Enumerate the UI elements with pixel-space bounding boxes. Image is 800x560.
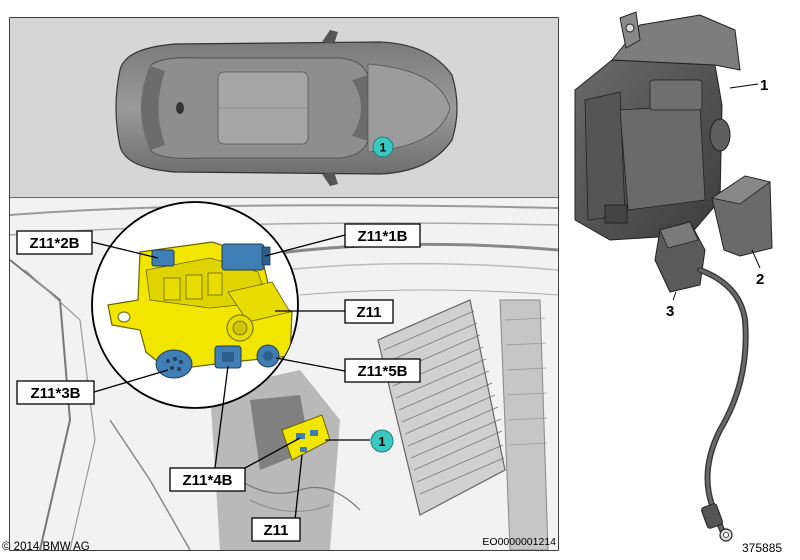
label-z11-bottom: Z11 bbox=[251, 517, 301, 542]
connector-z11-4b bbox=[214, 345, 242, 369]
connector-z11-1b bbox=[221, 243, 265, 271]
cabin-filter-panel bbox=[377, 299, 506, 516]
svg-text:Z11: Z11 bbox=[356, 304, 381, 321]
label-z11-2b: Z11*2B bbox=[16, 230, 93, 255]
connector-z11-5b bbox=[256, 344, 280, 368]
svg-text:Z11*2B: Z11*2B bbox=[29, 235, 79, 252]
svg-text:1: 1 bbox=[380, 141, 387, 155]
cover-part-2 bbox=[710, 175, 773, 269]
svg-text:1: 1 bbox=[378, 434, 385, 449]
power-distribution-box-part-1 bbox=[574, 11, 759, 241]
leader-lines bbox=[91, 234, 370, 521]
svg-text:Z11*1B: Z11*1B bbox=[357, 228, 407, 245]
z11-module-enlarged bbox=[107, 241, 293, 379]
car-top-view-panel: 1 bbox=[10, 18, 558, 198]
image-code: EO0000001214 bbox=[482, 536, 556, 548]
label-z11-4b: Z11*4B bbox=[169, 467, 246, 492]
label-z11-1b: Z11*1B bbox=[344, 223, 421, 248]
top-view-callout-1: 1 bbox=[372, 136, 394, 158]
detail-callout-1: 1 bbox=[370, 429, 394, 453]
diagram-number: 375885 bbox=[742, 541, 783, 555]
connector-z11-2b bbox=[151, 249, 175, 267]
svg-text:Z11: Z11 bbox=[263, 522, 288, 539]
label-z11-3b: Z11*3B bbox=[16, 380, 95, 405]
svg-text:Z11*5B: Z11*5B bbox=[357, 363, 407, 380]
exploded-callout-2: 2 bbox=[756, 271, 764, 288]
car-top-view bbox=[115, 30, 458, 186]
cable-part-3 bbox=[654, 221, 749, 542]
connector-z11-3b bbox=[155, 349, 193, 379]
exploded-view: 1 2 3 bbox=[574, 11, 773, 542]
svg-text:Z11*4B: Z11*4B bbox=[182, 472, 232, 489]
magnifier-circle bbox=[91, 201, 299, 409]
svg-text:Z11*3B: Z11*3B bbox=[30, 385, 80, 402]
exploded-callout-1: 1 bbox=[760, 77, 768, 94]
label-z11-5b: Z11*5B bbox=[344, 358, 421, 383]
exploded-callout-3: 3 bbox=[666, 303, 674, 320]
label-z11-main: Z11 bbox=[344, 299, 394, 324]
copyright-notice: © 2014 BMW AG bbox=[2, 541, 90, 553]
